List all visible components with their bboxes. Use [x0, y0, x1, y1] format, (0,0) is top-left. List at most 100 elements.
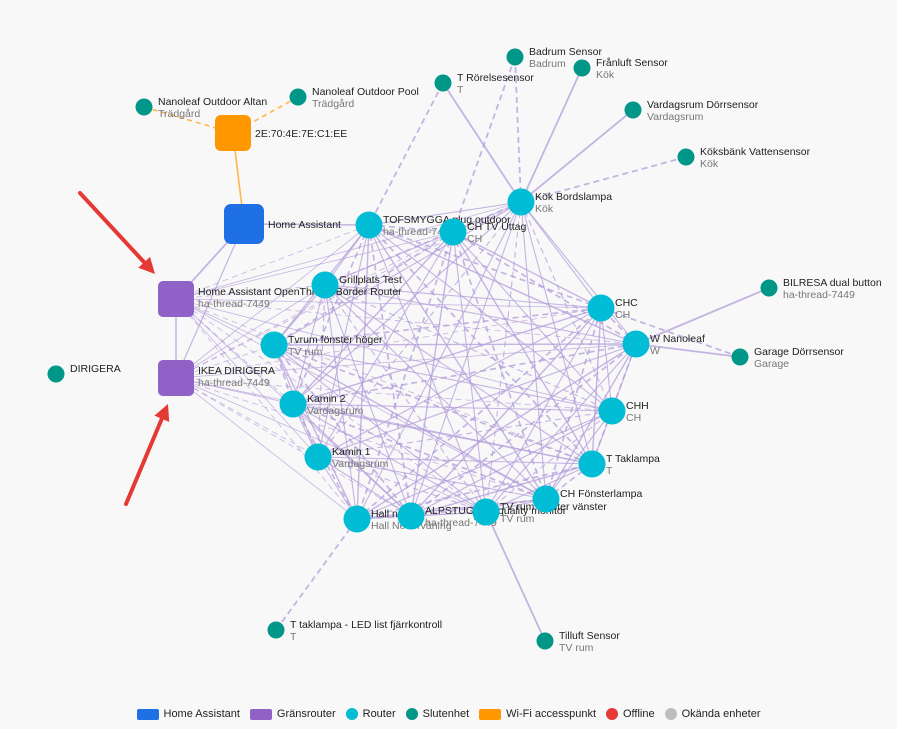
legend-swatch-dot-icon [664, 708, 677, 720]
edge-nanoleaf_outdoor_altan-wifi_ap [143, 106, 234, 134]
edge-hall_n2-chc [356, 307, 602, 520]
edge-ikea_dirigera-chh [175, 377, 613, 412]
edge-tvrum_fonster_hoger-alpstuga [273, 344, 412, 517]
edge-grillplats_test-alpstuga [324, 284, 412, 517]
node-shape[interactable] [760, 279, 778, 297]
edge-tofsmygga-chc [368, 224, 602, 309]
legend-item-border-router[interactable]: Gränsrouter [249, 708, 336, 720]
node-shape[interactable] [622, 330, 650, 358]
node-wifi-ap[interactable]: 2E:70:4E:7E:C1:EE [215, 115, 347, 151]
node-shape[interactable] [158, 360, 194, 396]
edge-tofsmygga-kamin2 [292, 224, 370, 405]
node-shape[interactable] [536, 632, 554, 650]
node-label: IKEA DIRIGERA [198, 365, 275, 377]
node-shape[interactable] [439, 218, 467, 246]
legend-swatch-square-icon [479, 708, 502, 720]
legend-label: Slutenhet [422, 708, 470, 720]
edge-tofsmygga-alpstuga [368, 224, 412, 517]
node-shape[interactable] [731, 348, 749, 366]
node-shape[interactable] [224, 204, 264, 244]
legend-item-router[interactable]: Router [345, 708, 396, 720]
edge-alpstuga-ch_fonsterlampa [410, 498, 547, 517]
node-shape[interactable] [289, 88, 307, 106]
node-grillplats-test[interactable]: Grillplats Test [311, 271, 402, 299]
node-shape[interactable] [158, 281, 194, 317]
node-shape[interactable] [47, 365, 65, 383]
node-shape[interactable] [532, 485, 560, 513]
node-label: Badrum Sensor [529, 46, 602, 58]
edge-grillplats_test-chc [324, 284, 602, 309]
edge-tofsmygga-ch_fonsterlampa [368, 224, 547, 500]
node-shape[interactable] [434, 74, 452, 92]
edge-t_taklampa-chc [591, 307, 602, 465]
node-shape[interactable] [311, 271, 339, 299]
edge-kamin2-w_nanoleaf [292, 343, 637, 405]
edge-kamin1-chc [317, 307, 602, 458]
legend-swatch-dot-icon [345, 708, 358, 720]
node-shape[interactable] [215, 115, 251, 151]
edge-hall_n2-chh [356, 410, 613, 520]
node-shape[interactable] [677, 148, 695, 166]
node-sublabel: Kök [596, 69, 615, 81]
legend-label: Wi-Fi accesspunkt [506, 708, 596, 720]
node-shape[interactable] [472, 498, 500, 526]
node-shape[interactable] [260, 331, 288, 359]
legend-item-home-assistant[interactable]: Home Assistant [136, 708, 240, 720]
edge-ch_tv_uttag-ch_fonsterlampa [452, 231, 547, 500]
node-shape[interactable] [304, 443, 332, 471]
node-shape[interactable] [587, 294, 615, 322]
node-shape[interactable] [506, 48, 524, 66]
node-shape[interactable] [343, 505, 371, 533]
legend-item-unknown[interactable]: Okända enheter [664, 708, 760, 720]
node-home-assistant[interactable]: Home Assistant [224, 204, 341, 244]
node-shape[interactable] [573, 59, 591, 77]
node-shape[interactable] [355, 211, 383, 239]
node-dirigera[interactable]: DIRIGERA [47, 363, 121, 383]
node-shape[interactable] [135, 98, 153, 116]
legend-item-wifi[interactable]: Wi-Fi accesspunkt [479, 708, 596, 720]
legend-item-offline[interactable]: Offline [606, 708, 655, 720]
edge-ha_otbr-tvrum_fonster_vanster [175, 298, 487, 513]
edge-ikea_dirigera-grillplats_test [175, 284, 326, 379]
edge-t_taklampa_led-hall_n2 [275, 518, 358, 631]
node-shape[interactable] [397, 502, 425, 530]
node-shape[interactable] [578, 450, 606, 478]
edge-kok_bordslampa-hall_n2 [356, 201, 522, 520]
edge-grillplats_test-hall_n2 [324, 284, 358, 520]
node-ha-otbr[interactable]: Home Assistant OpenThread Border Routerh… [158, 281, 402, 317]
node-shape[interactable] [279, 390, 307, 418]
node-shape[interactable] [267, 621, 285, 639]
edge-tvrum_fonster_hoger-chc [273, 307, 602, 346]
node-shape[interactable] [624, 101, 642, 119]
node-sublabel: ha-thread-7449 [383, 226, 455, 238]
node-ch-fonsterlampa[interactable]: CH Fönsterlampa [532, 485, 643, 513]
node-shape[interactable] [598, 397, 626, 425]
node-label: Garage Dörrsensor [754, 346, 844, 358]
edge-ha_otbr-kamin2 [175, 298, 294, 405]
edge-tvrum_fonster_vanster-w_nanoleaf [485, 343, 637, 513]
node-shape[interactable] [507, 188, 535, 216]
legend-item-end-device[interactable]: Slutenhet [405, 708, 470, 720]
